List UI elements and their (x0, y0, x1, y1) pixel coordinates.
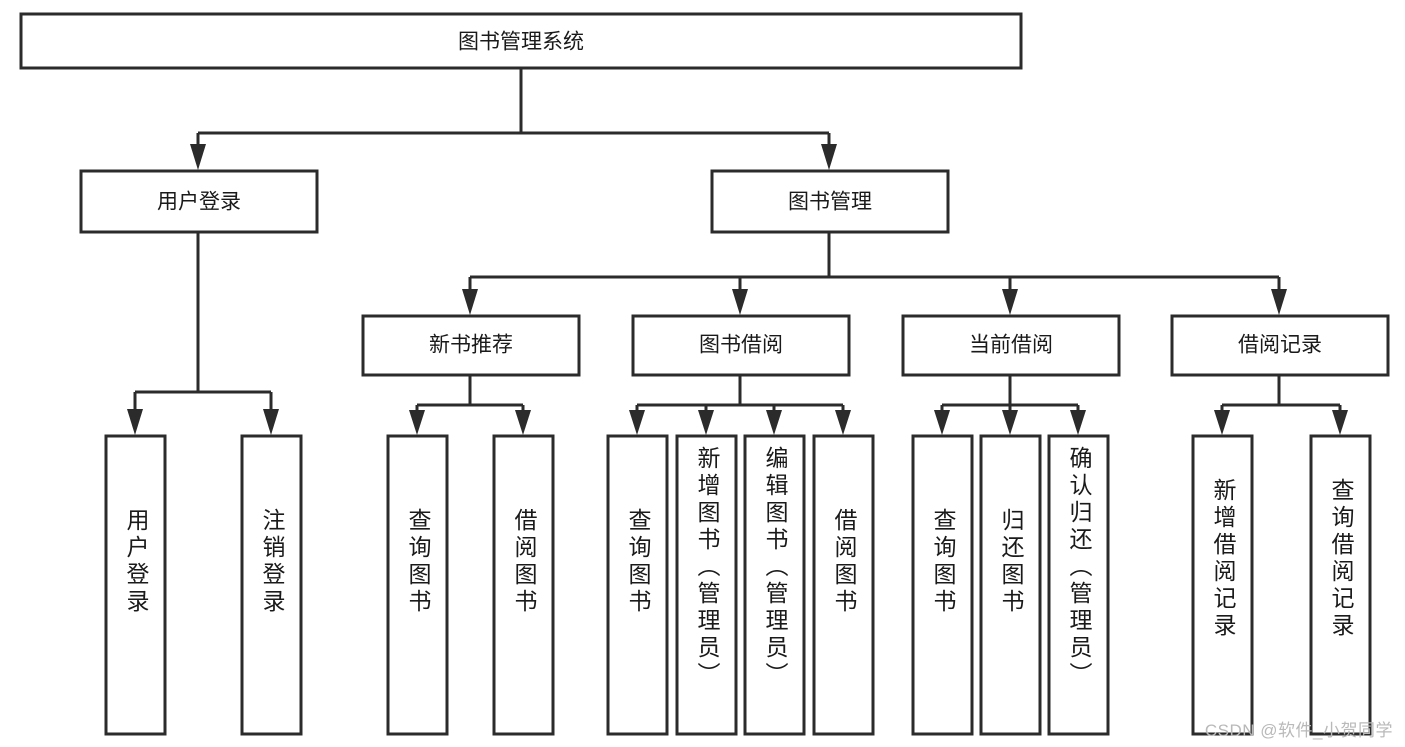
arrow-head-icon (629, 410, 645, 435)
node-user-login-box (79, 169, 319, 234)
node-user-login[interactable]: 用户登录 (79, 169, 319, 234)
leaf-box-logout[interactable] (240, 434, 303, 736)
node-borrow-record-box (1170, 314, 1390, 377)
arrow-head-icon (462, 289, 478, 315)
arrow-head-icon (127, 409, 143, 435)
arrow-head-icon (1214, 410, 1230, 435)
node-current-borrow-box (901, 314, 1121, 377)
connector-group-new-book-leaves (409, 375, 531, 435)
arrow-head-icon (409, 410, 425, 435)
node-book-management-box (710, 169, 950, 234)
connector-group-borrow-record-leaves (1214, 375, 1348, 435)
node-current-borrow-label: 当前借阅 (969, 334, 1053, 357)
leaf-box-query-borrow-record[interactable] (1309, 434, 1372, 736)
arrow-head-icon (263, 409, 279, 435)
arrow-head-icon (821, 144, 837, 170)
csdn-watermark: CSDN @软件_小贺同学 (1204, 721, 1393, 740)
connector-group-user-login-leaves (127, 232, 279, 435)
leaf-box-borrow-book-1[interactable] (492, 434, 555, 736)
node-book-borrow-box (631, 314, 851, 377)
arrow-head-icon (835, 410, 851, 435)
connector-group-current-borrow-leaves (934, 375, 1086, 435)
node-new-book-recommend-label: 新书推荐 (429, 334, 513, 357)
node-book-borrow[interactable]: 图书借阅 (631, 314, 851, 377)
node-root-box (19, 12, 1023, 70)
arrow-head-icon (190, 144, 206, 170)
leaf-box-query-book-2[interactable] (606, 434, 669, 736)
node-book-management-label: 图书管理 (788, 191, 872, 214)
leaf-box-confirm-return-admin[interactable] (1047, 434, 1110, 736)
node-new-book-recommend-box (361, 314, 581, 377)
node-root-label: 图书管理系统 (458, 31, 584, 54)
node-current-borrow[interactable]: 当前借阅 (901, 314, 1121, 377)
node-borrow-record-label: 借阅记录 (1238, 334, 1322, 357)
node-book-borrow-label: 图书借阅 (699, 334, 783, 357)
node-new-book-recommend[interactable]: 新书推荐 (361, 314, 581, 377)
leaf-box-add-book-admin[interactable] (675, 434, 738, 736)
arrow-head-icon (515, 410, 531, 435)
arrow-head-icon (934, 410, 950, 435)
node-user-login-label: 用户登录 (157, 191, 241, 214)
leaf-box-user-login[interactable] (104, 434, 167, 736)
arrow-head-icon (766, 410, 782, 435)
leaf-box-edit-book-admin[interactable] (743, 434, 806, 736)
arrow-head-icon (1332, 410, 1348, 435)
leaf-box-return-book[interactable] (979, 434, 1042, 736)
leaf-box-query-book-3[interactable] (911, 434, 974, 736)
arrow-head-icon (1070, 410, 1086, 435)
connector-group-borrow-leaves (629, 375, 851, 435)
connector-group-root (190, 68, 837, 170)
node-root-system[interactable]: 图书管理系统 (19, 12, 1023, 70)
leaf-box-borrow-book-2[interactable] (812, 434, 875, 736)
leaf-box-query-book-1[interactable] (386, 434, 449, 736)
connector-group-book-mgmt (462, 232, 1287, 315)
arrow-head-icon (1002, 410, 1018, 435)
arrow-head-icon (698, 410, 714, 435)
node-borrow-record[interactable]: 借阅记录 (1170, 314, 1390, 377)
arrow-head-icon (1271, 289, 1287, 315)
leaf-box-add-borrow-record[interactable] (1191, 434, 1254, 736)
arrow-head-icon (732, 289, 748, 315)
node-book-management[interactable]: 图书管理 (710, 169, 950, 234)
leaf-node-group (104, 434, 1372, 736)
arrow-head-icon (1002, 289, 1018, 315)
